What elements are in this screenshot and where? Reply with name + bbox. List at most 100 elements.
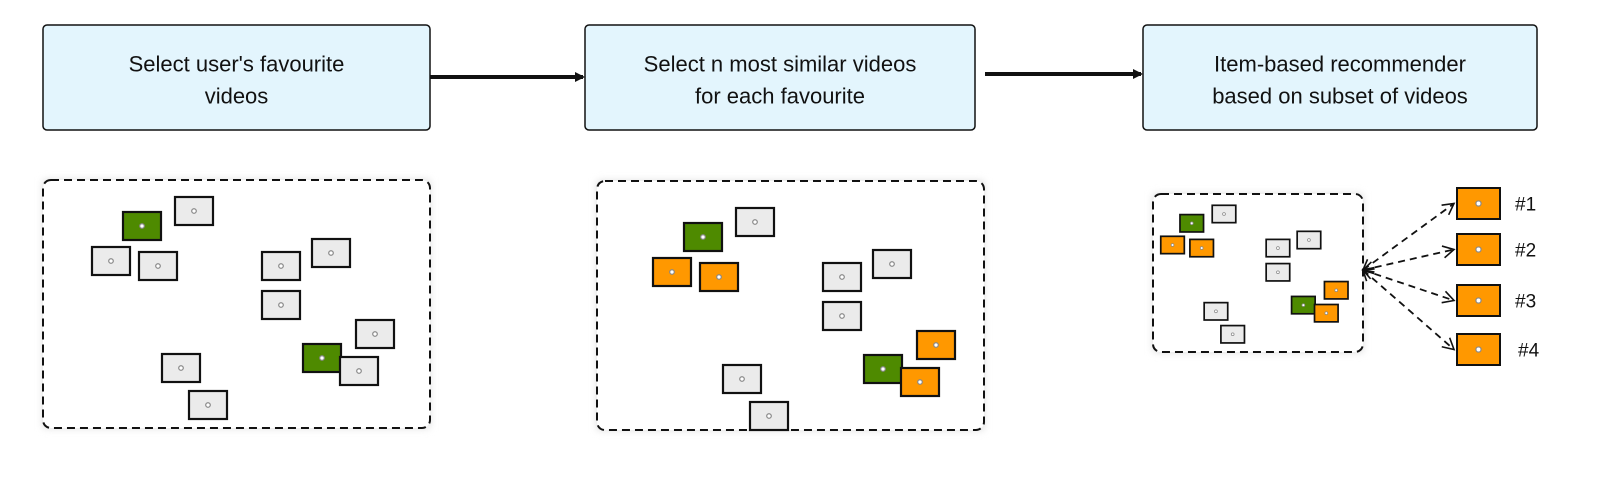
step-box-background: [584, 24, 976, 131]
other-video: [90, 245, 132, 277]
video-space-panel-3: [1152, 193, 1364, 353]
other-video: [173, 195, 215, 227]
recommended-video: [1456, 187, 1501, 220]
play-icon: [752, 219, 758, 225]
play-icon: [191, 208, 197, 214]
video-thumbnail: [354, 318, 396, 350]
play-icon: [1170, 243, 1175, 247]
similar-video: [1189, 238, 1215, 258]
step-label-line: Select n most similar videos: [644, 52, 917, 77]
other-video: [338, 355, 380, 387]
step-label-line: based on subset of videos: [1212, 84, 1468, 109]
step-label-line: Select user's favourite: [129, 52, 345, 77]
similar-video: [1323, 280, 1349, 300]
step-box-3: Item-based recommender based on subset of…: [1142, 24, 1538, 131]
recommendation-arrow: [1361, 202, 1456, 271]
play-icon: [1307, 238, 1311, 242]
favourite-video: [1290, 295, 1316, 315]
play-icon: [766, 413, 772, 419]
recommendation-arrow: [1361, 266, 1456, 304]
other-video: [721, 363, 763, 395]
play-icon: [1475, 297, 1482, 304]
play-icon: [372, 331, 378, 337]
play-icon: [889, 261, 895, 267]
other-video: [748, 400, 790, 432]
video-thumbnail: [260, 250, 302, 282]
play-icon: [880, 366, 886, 372]
rank-label: #3: [1515, 292, 1536, 313]
play-icon: [1189, 221, 1194, 226]
play-icon: [716, 274, 722, 280]
play-icon: [178, 365, 184, 371]
similar-video: [698, 261, 740, 293]
favourite-video: [862, 353, 904, 385]
similar-video: [915, 329, 957, 361]
other-video: [260, 289, 302, 321]
play-icon: [1301, 303, 1306, 307]
other-video: [1296, 230, 1322, 250]
recommendation-3: #3: [1361, 266, 1536, 317]
favourite-video: [301, 342, 343, 374]
play-icon: [328, 250, 334, 256]
play-icon: [356, 368, 362, 374]
rank-label: #2: [1515, 241, 1536, 262]
play-icon: [917, 379, 923, 385]
play-icon: [278, 302, 284, 308]
play-icon: [108, 258, 114, 264]
other-video: [821, 300, 863, 332]
play-icon: [1334, 288, 1339, 293]
play-icon: [278, 263, 284, 269]
step-box-background: [1142, 24, 1538, 131]
similar-video: [1313, 303, 1339, 323]
other-video: [354, 318, 396, 350]
other-video: [1265, 238, 1291, 258]
other-video: [260, 250, 302, 282]
video-thumbnail: [1456, 233, 1501, 266]
rank-label: #1: [1515, 195, 1536, 216]
similar-video: [899, 366, 941, 398]
other-video: [1220, 324, 1246, 344]
play-icon: [700, 234, 706, 240]
play-icon: [1199, 246, 1204, 250]
play-icon: [669, 269, 675, 275]
recommended-video: [1456, 284, 1501, 317]
similar-video: [651, 256, 693, 288]
step-label-line: Item-based recommender: [1214, 52, 1466, 77]
step-box-background: [42, 24, 431, 131]
favourite-video: [1179, 213, 1205, 233]
recommended-video: [1456, 333, 1501, 366]
other-video: [1211, 204, 1237, 224]
recommendation-arrow: [1361, 268, 1456, 351]
play-icon: [1222, 212, 1226, 216]
other-video: [160, 352, 202, 384]
recommendation-arrow: [1361, 245, 1456, 275]
play-icon: [205, 402, 211, 408]
video-space-panel-1: [42, 179, 431, 429]
play-icon: [319, 355, 325, 361]
play-icon: [155, 263, 161, 269]
play-icon: [1324, 311, 1329, 315]
play-icon: [933, 342, 939, 348]
play-icon: [839, 313, 845, 319]
similar-video: [1159, 235, 1186, 255]
recommendation-1: #1: [1361, 187, 1536, 271]
other-video: [871, 248, 913, 280]
play-icon: [1475, 200, 1482, 207]
play-icon: [1276, 246, 1280, 250]
play-icon: [139, 223, 145, 229]
step-box-2: Select n most similar videos for each fav…: [584, 24, 976, 131]
play-icon: [1475, 246, 1482, 253]
other-video: [734, 206, 776, 238]
video-space-panel-2: [596, 180, 985, 432]
play-icon: [1214, 309, 1218, 314]
recommendation-4: #4: [1361, 268, 1540, 366]
play-icon: [839, 274, 845, 280]
other-video: [1265, 262, 1291, 282]
play-icon: [1475, 346, 1482, 353]
play-icon: [1276, 270, 1280, 275]
panel-border: [42, 179, 431, 429]
favourite-video: [121, 210, 163, 242]
step-label-line: for each favourite: [695, 84, 865, 109]
